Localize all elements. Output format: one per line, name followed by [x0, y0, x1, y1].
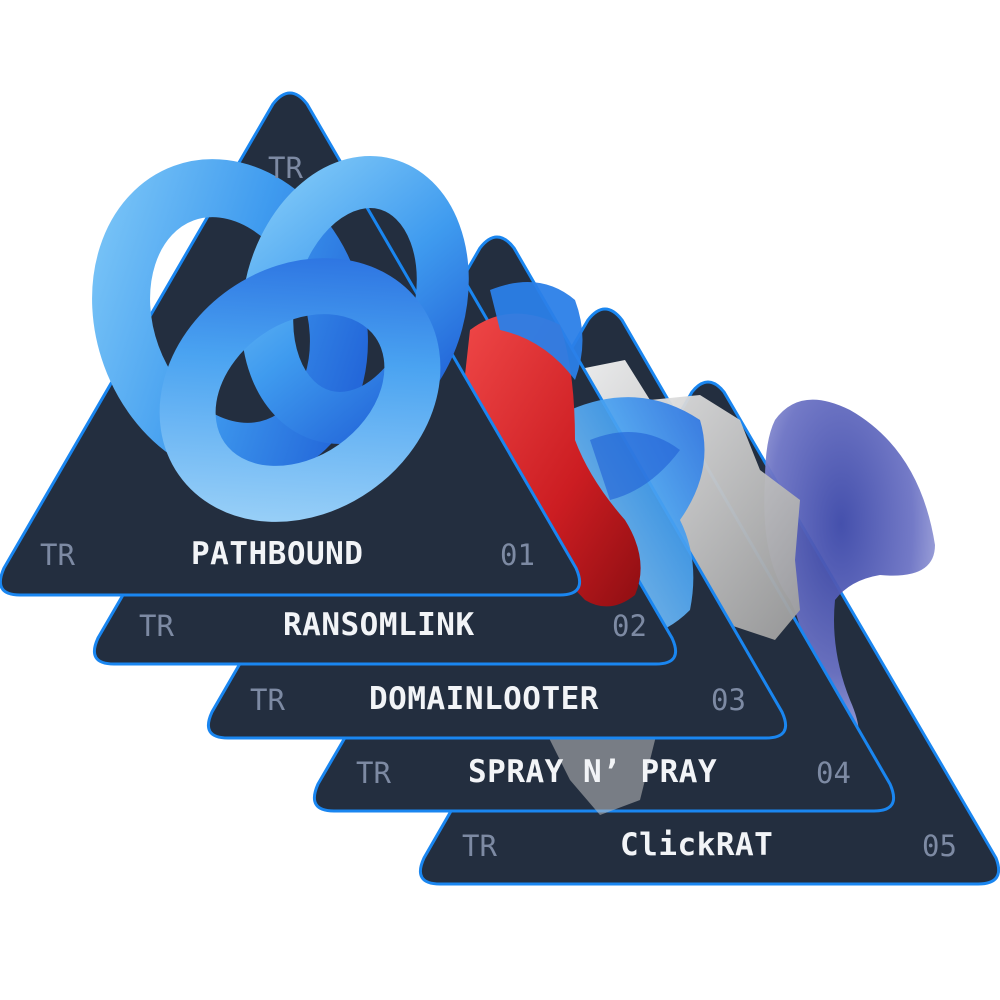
red-knot-shape: [460, 282, 641, 607]
card-01-title: PATHBOUND: [191, 536, 364, 572]
card-05-title: ClickRAT: [620, 827, 774, 863]
card-03-title: DOMAINLOOTER: [369, 681, 599, 717]
card-02-title: RANSOMLINK: [283, 607, 475, 643]
card-02-prefix: TR: [139, 609, 174, 643]
blue-torus-knot-shape: [92, 156, 469, 522]
card-01-prefix: TR: [40, 538, 75, 572]
card-05-number: 05: [922, 829, 957, 863]
card-04-title: SPRAY N’ PRAY: [468, 754, 718, 790]
card-05-prefix: TR: [462, 829, 497, 863]
card-04-number: 04: [816, 756, 851, 790]
card-03-number: 03: [711, 683, 746, 717]
card-04-prefix: TR: [356, 756, 391, 790]
card-01-number: 01: [500, 538, 535, 572]
card-02-number: 02: [612, 609, 647, 643]
card-03-prefix: TR: [250, 683, 285, 717]
card-01-apex-label: TR: [268, 151, 303, 185]
